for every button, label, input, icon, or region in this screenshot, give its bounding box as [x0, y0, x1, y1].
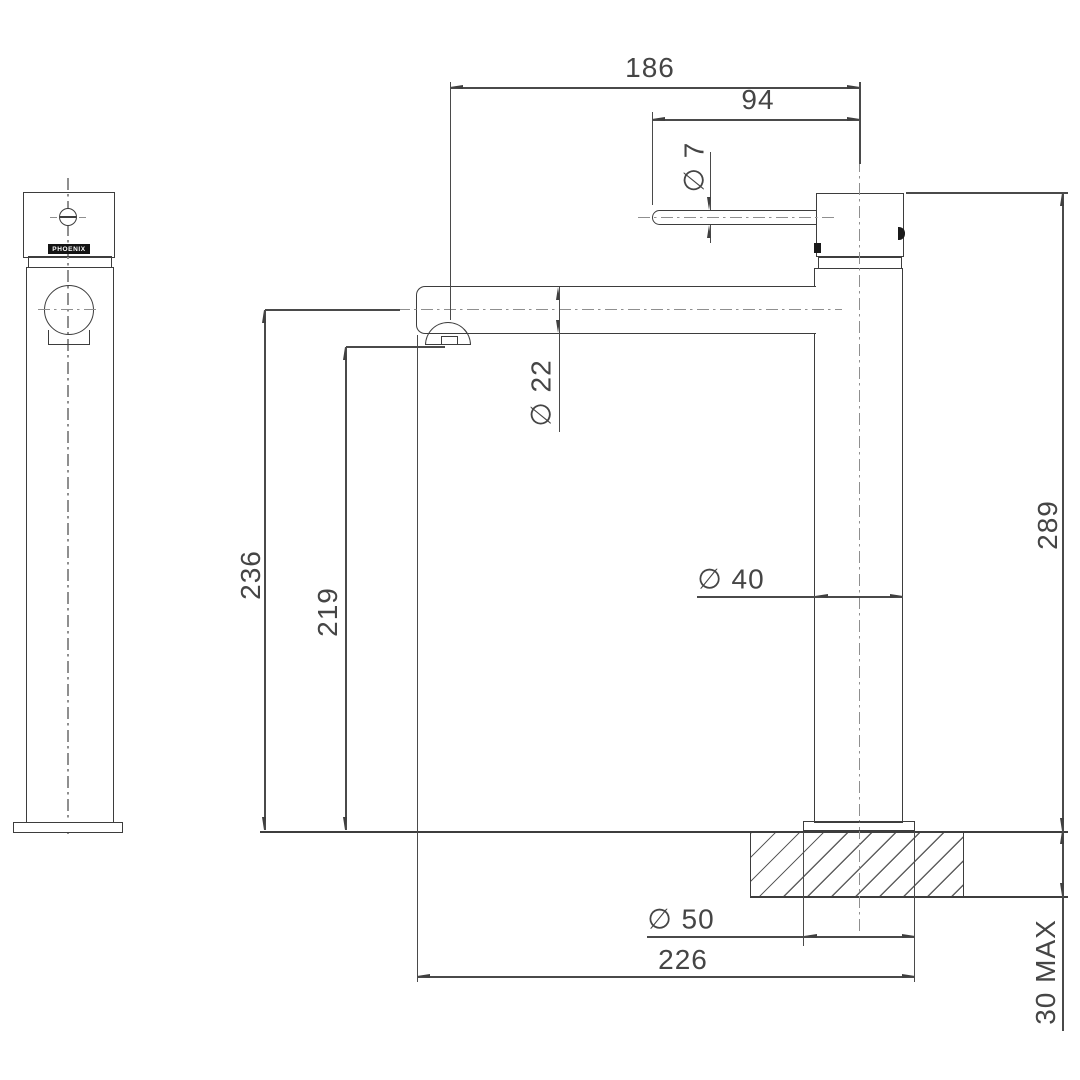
dim-186-ext-left: [449, 82, 451, 320]
dim-d22-arrow-up: [556, 287, 561, 300]
front-screw-slot: [60, 216, 76, 218]
dim-236-label: 236: [235, 550, 266, 600]
dim-d7-arrow-up: [707, 225, 712, 238]
dim-236-line: [264, 310, 266, 830]
dim-d22-arrow-down: [556, 320, 561, 333]
dim-d50-arrow-left: [804, 934, 817, 939]
dim-30max-arrow-up: [1060, 831, 1064, 844]
deck-section-hatched: [750, 832, 964, 897]
dim-236-arrow-up: [262, 310, 266, 323]
dim-30max-label: 30 MAX: [1030, 919, 1061, 1025]
dim-94-label: 94: [741, 84, 775, 115]
dim-d40-label: ∅ 40: [697, 563, 765, 595]
dim-d50-label: ∅ 50: [647, 903, 715, 935]
dim-d40-leader: [697, 596, 815, 598]
dim-219-arrow-down: [343, 817, 347, 830]
dim-94-line: [652, 119, 860, 121]
dim-236-leader: [265, 309, 400, 311]
dim-226-label: 226: [658, 944, 708, 975]
side-body-centerline: [859, 160, 861, 935]
dim-d50-arrow-right: [902, 934, 915, 939]
dim-289-label: 289: [1032, 500, 1063, 550]
dim-219-line: [345, 347, 347, 830]
dim-d40-arrow-left: [815, 594, 828, 599]
dim-30max-line: [1062, 831, 1064, 1031]
dim-d40-line: [815, 596, 903, 598]
brand-badge: PHOENIX: [48, 244, 90, 254]
side-block-detail-left: [814, 243, 821, 253]
dim-d7-line-top: [709, 152, 711, 210]
dim-d7-arrow-down: [707, 197, 712, 210]
side-lever-centerline: [638, 216, 834, 218]
dim-226-line: [417, 976, 915, 978]
brand-badge-label: PHOENIX: [52, 245, 86, 253]
dim-226-arrow-right: [902, 974, 915, 979]
dim-186-arrow-right: [847, 85, 860, 90]
dim-d7-label: ∅ 7: [678, 141, 710, 193]
dim-94-arrow-left: [652, 117, 665, 122]
side-block-detail-right: [898, 227, 905, 240]
front-spout-circle: [44, 285, 94, 335]
dim-94-ext-left: [651, 112, 653, 205]
dim-186-arrow-left: [450, 85, 463, 90]
dim-186-line: [450, 87, 860, 89]
side-base-flange: [803, 821, 915, 831]
dim-219-leader: [346, 346, 445, 348]
deck-top-line: [260, 831, 1068, 833]
dim-d22-line: [558, 287, 560, 432]
dim-d40-arrow-right: [890, 594, 903, 599]
front-screw-tick-right: [79, 216, 86, 218]
dim-289-arrow-down: [1060, 818, 1064, 831]
front-screw-tick-left: [50, 216, 57, 218]
dim-d50-line: [647, 936, 915, 938]
front-body: [26, 267, 114, 824]
dim-289-line: [1062, 193, 1064, 831]
dim-226-arrow-left: [417, 974, 430, 979]
dim-289-leader: [906, 192, 1068, 194]
dim-186-label: 186: [625, 52, 675, 83]
base-extension-right: [913, 832, 915, 982]
dim-226-ext-left: [416, 335, 418, 982]
base-extension-left: [803, 832, 805, 946]
dim-219-label: 219: [312, 587, 343, 637]
front-aerator: [48, 330, 90, 345]
front-spout-centerline: [38, 308, 100, 310]
side-aerator-notch: [441, 336, 458, 345]
front-handle-block: [23, 192, 115, 258]
dim-d22-label: ∅ 22: [525, 359, 557, 427]
dim-289-arrow-up: [1060, 193, 1064, 206]
front-base-flange: [13, 822, 123, 833]
dim-94-arrow-right: [847, 117, 860, 122]
dim-219-arrow-up: [343, 347, 347, 360]
dim-30max-arrow-down: [1060, 883, 1064, 896]
dim-236-arrow-down: [262, 817, 266, 830]
front-centerline: [67, 178, 69, 838]
dim-186-ext-right: [859, 82, 861, 164]
side-spout-centerline: [398, 309, 842, 311]
deck-bottom-line: [750, 896, 1068, 898]
